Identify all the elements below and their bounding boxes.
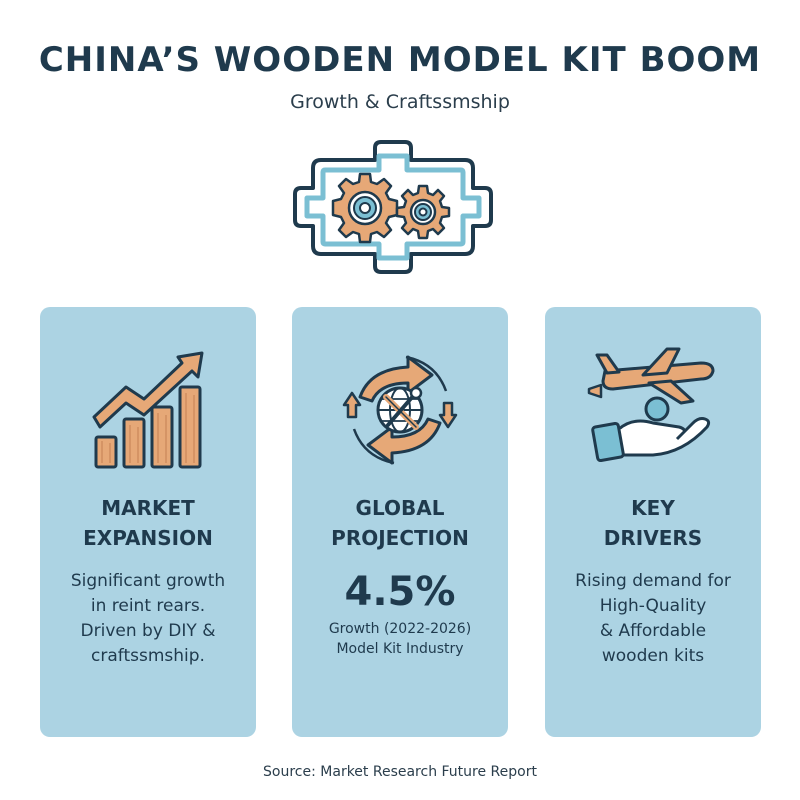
market-expansion-card: MARKET EXPANSION Significant growth in r… <box>40 307 256 737</box>
source-footnote: Source: Market Research Future Report <box>263 764 537 780</box>
global-projection-heading: GLOBAL PROJECTION <box>331 496 469 550</box>
key-drivers-heading: KEY DRIVERS <box>603 496 703 550</box>
key-drivers-text: Rising demand for High-Quality & Afforda… <box>575 571 731 666</box>
global-cycle-icon <box>342 355 458 465</box>
gears-puzzle-icon <box>293 140 493 274</box>
growth-chart-icon <box>92 351 204 469</box>
page-title: CHINA’S WOODEN MODEL KIT BOOM <box>38 40 762 80</box>
growth-rate-caption: Growth (2022-2026) Model Kit Industry <box>328 621 472 657</box>
market-expansion-text: Significant growth in reint rears. Drive… <box>70 571 226 666</box>
market-expansion-heading: MARKET EXPANSION <box>83 496 213 550</box>
hand-airplane-icon <box>587 347 715 463</box>
key-drivers-card: KEY DRIVERS Rising demand for High-Quali… <box>545 307 761 737</box>
global-projection-card: GLOBAL PROJECTION 4.5% Growth (2022-2026… <box>292 307 508 737</box>
page-subtitle: Growth & Craftssmship <box>290 91 510 113</box>
growth-rate-value: 4.5% <box>344 569 456 615</box>
